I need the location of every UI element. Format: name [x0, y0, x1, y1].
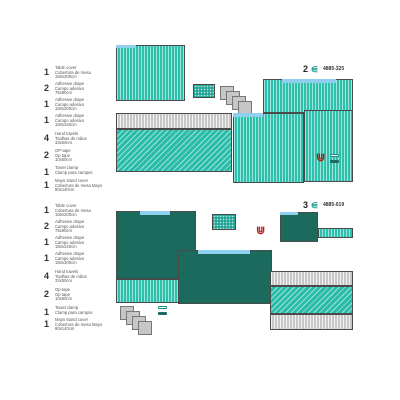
- item-qty: 2: [44, 289, 50, 299]
- op-tape-icon: [158, 312, 167, 315]
- item-qty: 1: [44, 319, 50, 329]
- adhesive-drape-main: [178, 250, 272, 304]
- item-qty: 1: [44, 205, 50, 215]
- item-qty: 1: [44, 180, 50, 190]
- item-qty: 1: [44, 67, 50, 77]
- item-qty: 1: [44, 307, 50, 317]
- table-cover-grey: [270, 314, 353, 330]
- item-qty: 1: [44, 237, 50, 247]
- item-qty: 2: [44, 221, 50, 231]
- kit-ref: 4885-325: [322, 66, 345, 72]
- kit-number: 3: [303, 200, 309, 210]
- adhesive-drape-side: [280, 212, 318, 242]
- kit-number: 2: [303, 64, 309, 74]
- item-qty: 2: [44, 150, 50, 160]
- adhesive-drape-small: [212, 214, 236, 230]
- adhesive-strip: [140, 211, 170, 215]
- adhesive-strip: [198, 250, 250, 254]
- kit-3-badge: 3 ⋹ 4885-019: [303, 200, 344, 210]
- item-qty: 4: [44, 133, 50, 143]
- item-qty: 1: [44, 167, 50, 177]
- mayo-stand-cover: [116, 279, 179, 303]
- table-cover-drape: [116, 45, 185, 101]
- drape-fold-icon: ⋹: [311, 200, 318, 210]
- adhesive-drape-large: [263, 79, 353, 113]
- op-tape-icon: [330, 160, 339, 163]
- item-qty: 4: [44, 271, 50, 281]
- adhesive-strip: [282, 79, 336, 83]
- adhesive-drape-striped: [116, 129, 232, 172]
- adhesive-strip: [280, 212, 298, 215]
- kit-ref: 4885-019: [322, 202, 345, 208]
- hand-towel-icon: [238, 101, 252, 115]
- adhesive-drape-folded: [318, 228, 353, 238]
- adhesive-strip: [233, 113, 263, 117]
- adhesive-drape-striped: [270, 286, 353, 314]
- op-tape-icon: [330, 154, 339, 157]
- item-qty: 1: [44, 253, 50, 263]
- adhesive-strip: [116, 45, 136, 48]
- drape-fold-icon: ⋹: [311, 64, 318, 74]
- item-qty: 1: [44, 99, 50, 109]
- adhesive-drape-side: [304, 110, 353, 182]
- item-qty: 2: [44, 83, 50, 93]
- adhesive-drape-main: [233, 113, 304, 183]
- op-tape-icon: [158, 306, 167, 309]
- table-cover-grey: [270, 271, 353, 286]
- towel-clamp-icon: ⋓: [256, 225, 266, 237]
- hand-towel-icon: [138, 321, 152, 335]
- mayo-stand-cover: [116, 113, 232, 129]
- item-qty: 1: [44, 115, 50, 125]
- adhesive-drape-small: [193, 84, 215, 98]
- towel-clamp-icon: ⋓: [316, 152, 326, 164]
- kit-2-badge: 2 ⋹ 4885-325: [303, 64, 344, 74]
